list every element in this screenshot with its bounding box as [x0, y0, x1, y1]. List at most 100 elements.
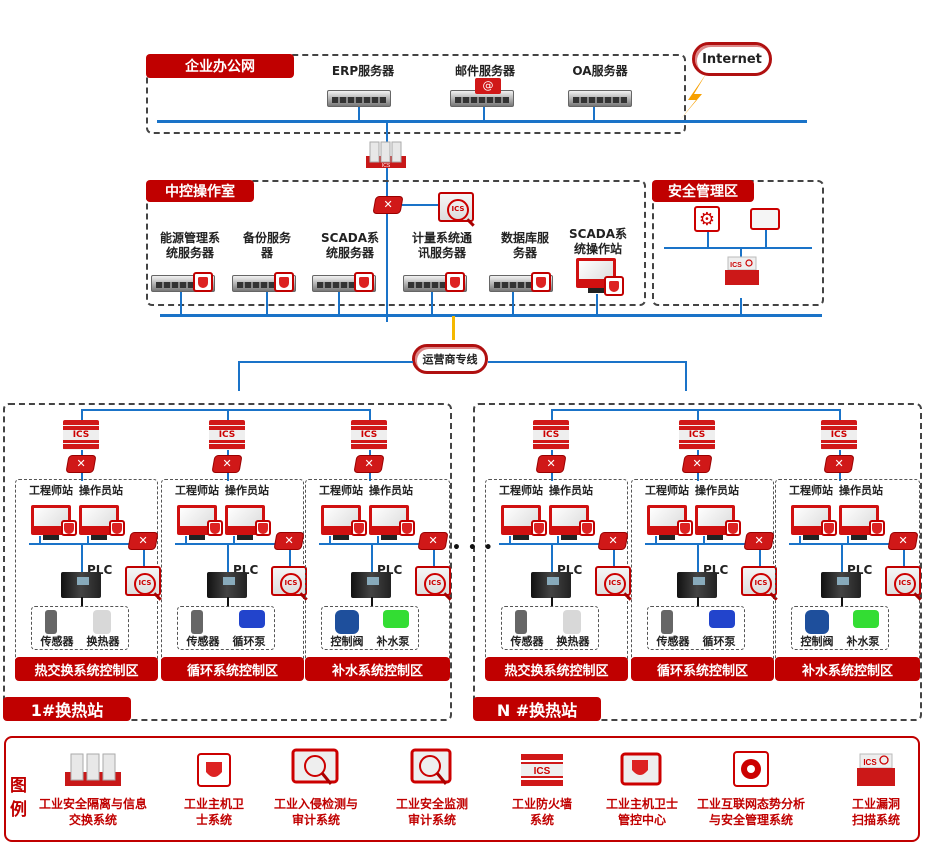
engineer-station-label: 工程师站: [29, 484, 73, 497]
erp-server-icon: [327, 90, 391, 107]
link: [841, 544, 843, 572]
host-guard-icon: [725, 520, 741, 536]
scada-server-label: SCADA系统服务器: [321, 231, 379, 260]
link: [185, 536, 187, 544]
link: [371, 544, 373, 572]
legend-label: 与安全管理系统: [708, 813, 793, 827]
link: [512, 292, 514, 316]
field-device-label: 控制阀: [800, 635, 834, 648]
situation-analysis-icon: [676, 744, 826, 788]
legend-item: 工业互联网态势分析 与安全管理系统: [676, 744, 826, 828]
field-device-label: 传感器: [510, 635, 544, 648]
control-zone-title: 补水系统控制区: [775, 657, 920, 681]
operator-station-label: 操作员站: [369, 484, 413, 497]
link: [377, 536, 379, 544]
vulnerability-scan-icon: ICS: [725, 256, 759, 285]
control-zone-title: 热交换系统控制区: [15, 657, 158, 681]
field-device-label: 循环泵: [232, 635, 266, 648]
control-zone-title: 补水系统控制区: [305, 657, 450, 681]
station-feeder-line: [81, 409, 369, 411]
host-guard-icon: [193, 272, 213, 292]
heat-station-title: 1#换热站: [3, 697, 131, 721]
core-switch-icon: [372, 196, 404, 214]
oa-server-label: OA服务器: [572, 64, 628, 78]
host-guard-icon: [531, 520, 547, 536]
sensor-icon: [45, 610, 57, 634]
zone-bus-line: [29, 543, 152, 545]
legend-box: [4, 736, 920, 842]
link: [765, 230, 767, 248]
makeup-pump-icon: [853, 610, 879, 628]
link: [759, 550, 761, 566]
station-feeder-line: [551, 409, 839, 411]
legend-label: 工业互联网态势分析: [696, 797, 805, 811]
host-guard-icon: [207, 520, 223, 536]
legend-label: 工业主机卫: [183, 797, 244, 811]
heat-station-zone: [473, 403, 922, 721]
lightning-icon: [680, 74, 706, 120]
link: [841, 597, 843, 607]
switch-icon: [65, 455, 97, 473]
switch-icon: [211, 455, 243, 473]
ics-label: ICS: [63, 430, 99, 440]
svg-text:ICS: ICS: [534, 766, 551, 777]
link: [227, 597, 229, 607]
link: [703, 536, 705, 544]
link: [707, 232, 709, 248]
engineer-station-label: 工程师站: [499, 484, 543, 497]
switch-icon: [535, 455, 567, 473]
operator-station-label: 操作员站: [695, 484, 739, 497]
operator-station-label: 操作员站: [225, 484, 269, 497]
switch-icon: [823, 455, 855, 473]
legend-item: 工业主机卫 士系统: [154, 744, 274, 828]
legend-item: ICS 工业漏洞 扫描系统: [816, 744, 925, 828]
plc-icon: [207, 572, 247, 598]
isolation-gateway-icon: ICS: [366, 141, 406, 169]
operator-station-label: 操作员站: [549, 484, 593, 497]
switch-icon: [597, 532, 629, 550]
mail-server-label: 邮件服务器: [454, 64, 515, 78]
control-zone-title: 循环系统控制区: [161, 657, 304, 681]
field-device-label: 补水泵: [846, 635, 880, 648]
sensor-icon: [515, 610, 527, 634]
carrier-bus-left: [238, 361, 413, 363]
security-zone-title: 安全管理区: [652, 180, 754, 202]
link: [227, 544, 229, 572]
circulation-pump-icon: [709, 610, 735, 628]
firewall-icon: ICS: [533, 420, 569, 450]
legend-title: 图例: [10, 776, 27, 820]
host-guard-icon: [354, 272, 374, 292]
link: [483, 107, 485, 121]
mail-envelope-icon: @: [475, 78, 501, 94]
ics-label: ICS: [821, 430, 857, 440]
heat-station-title: N #换热站: [473, 697, 601, 721]
internet-label: Internet: [702, 51, 762, 67]
heat-exchanger-icon: [93, 610, 111, 634]
field-devices-box: [321, 606, 419, 650]
field-devices-box: [791, 606, 889, 650]
engineer-station-label: 工程师站: [175, 484, 219, 497]
legend-label: 审计系统: [291, 813, 340, 827]
field-device-label: 循环泵: [702, 635, 736, 648]
legend-label: 管控中心: [617, 813, 666, 827]
switch-icon: [743, 532, 775, 550]
control-room-title: 中控操作室: [146, 180, 254, 202]
link: [180, 292, 182, 316]
heat-station-zone: [3, 403, 452, 721]
firewall-icon: ICS: [351, 420, 387, 450]
link: [655, 536, 657, 544]
link: [81, 597, 83, 607]
trunk-line: [386, 122, 388, 322]
zone-bus-line: [645, 543, 768, 545]
host-guard-icon: [255, 520, 271, 536]
legend-item: 工业主机卫士 管控中心: [582, 744, 702, 828]
control-valve-icon: [805, 610, 829, 634]
plc-icon: [351, 572, 391, 598]
plc-icon: [531, 572, 571, 598]
control-zone-title: 热交换系统控制区: [485, 657, 628, 681]
svg-text:ICS: ICS: [730, 262, 742, 269]
field-devices-box: [31, 606, 129, 650]
security-audit-icon: [741, 566, 777, 596]
situation-analysis-icon: ⚙: [694, 206, 720, 232]
firewall-icon: ICS: [63, 420, 99, 450]
